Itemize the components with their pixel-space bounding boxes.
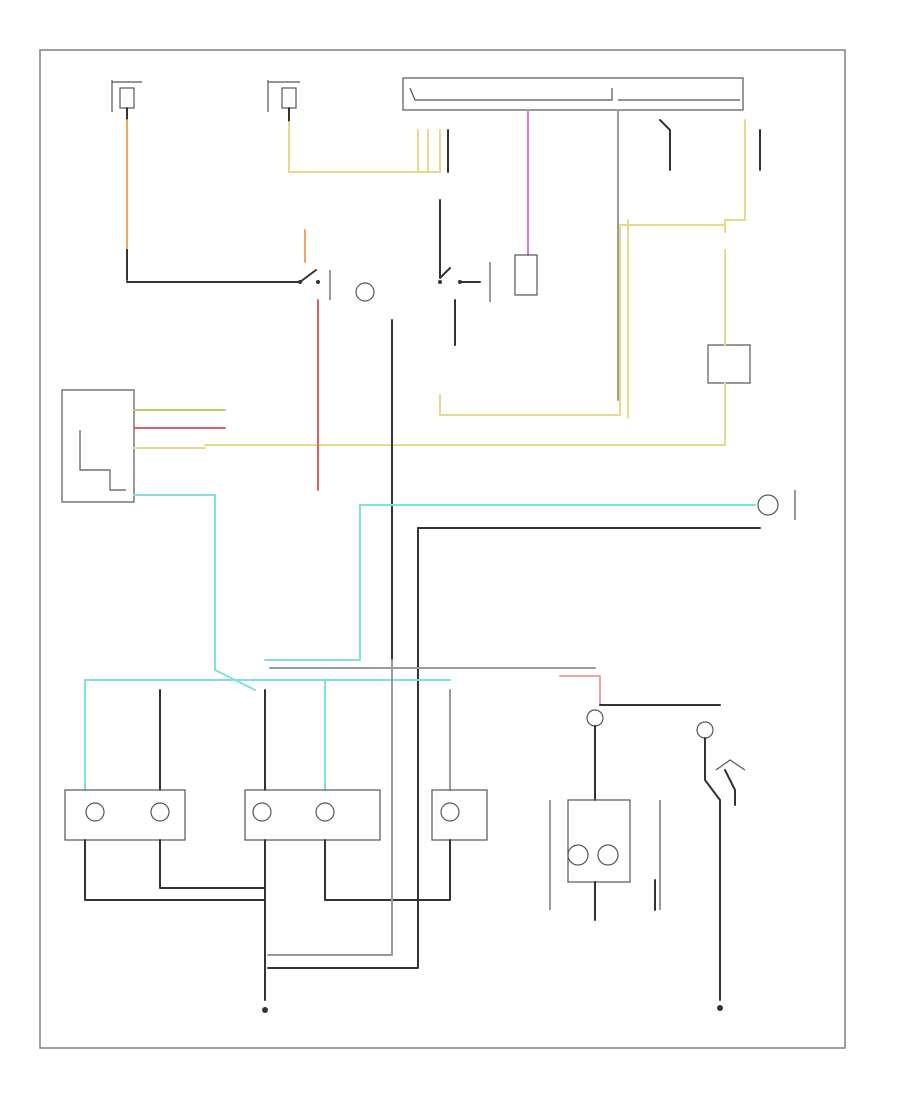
wire-lamp-ground-d [324, 839, 451, 901]
wire-cyan-diag [214, 669, 256, 691]
wire-cyan-drop [264, 504, 361, 661]
headlamp-switch [126, 269, 331, 300]
dimmer-switch [438, 199, 491, 346]
hot-at-all-times-fuse [111, 80, 142, 121]
instrument-cluster-top-connector [402, 77, 744, 111]
right-ground-lamp [757, 494, 779, 516]
wire-yellow-fuse [288, 121, 441, 173]
wire-black-long-drop [267, 527, 419, 969]
magenta-connector [514, 254, 538, 296]
diagram-border [39, 49, 846, 1049]
hot-in-run-fuse [267, 80, 300, 123]
wire-black-right-b [659, 119, 671, 171]
wire-lamp-ground-b [159, 839, 266, 889]
wire-pink-right [559, 675, 601, 706]
instrument-lamps [64, 789, 488, 841]
center-ground-symbol [355, 282, 375, 302]
wire-yellow-loop [439, 224, 726, 416]
right-fuse-box [204, 219, 751, 446]
ground-point-left [262, 1007, 268, 1013]
wire-cyan-module [133, 494, 216, 671]
wire-yellow-right [724, 119, 746, 233]
left-module-box [61, 389, 135, 503]
glove-box-lamp-assembly [549, 709, 661, 921]
wire-lamp-ground-a [84, 839, 266, 901]
courtesy-lamp-connector [696, 721, 746, 1011]
wire-gray-lamp-down [267, 659, 393, 956]
